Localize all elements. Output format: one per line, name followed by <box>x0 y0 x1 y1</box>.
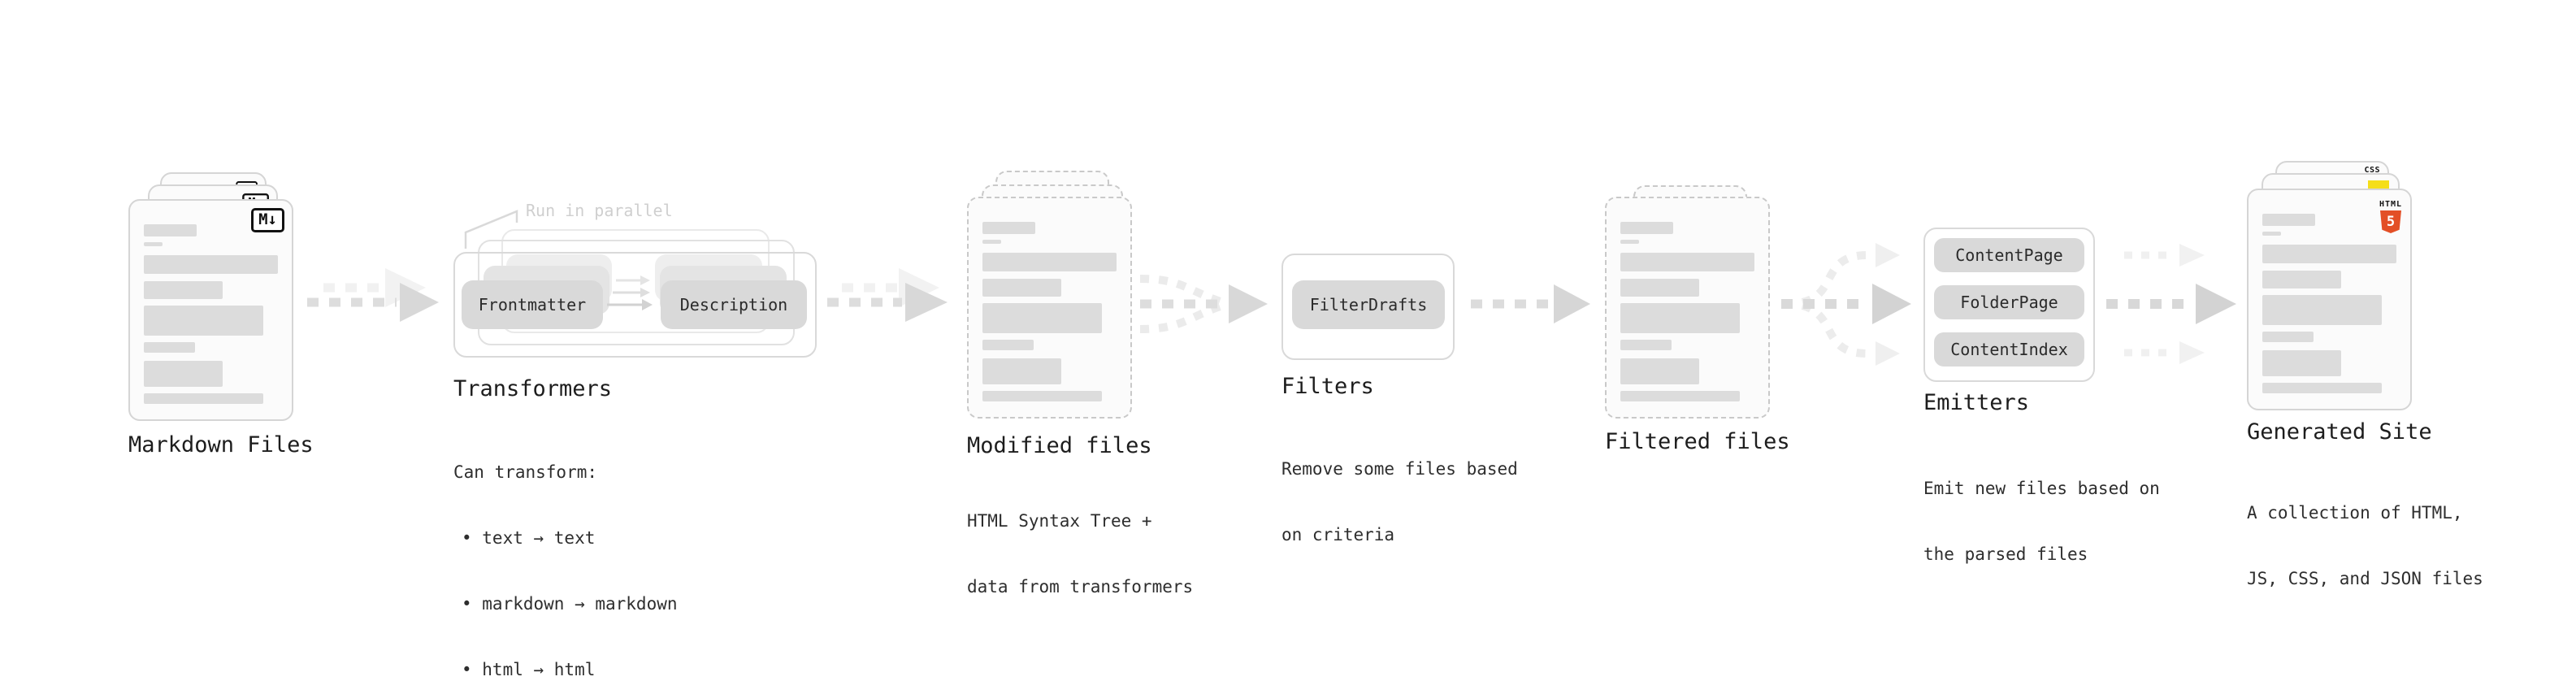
text-line-placeholder <box>1620 253 1754 271</box>
emitter-node-contentpage: ContentPage <box>1934 238 2084 272</box>
text-line-placeholder <box>144 255 278 274</box>
text-line-placeholder <box>2262 214 2315 226</box>
text-line-placeholder <box>2262 245 2396 263</box>
js-badge-icon <box>2368 180 2389 189</box>
document-card <box>1605 197 1770 419</box>
stage-label-generated-site: Generated Site <box>2247 419 2432 445</box>
arrow-filters-to-filtered <box>1471 284 1590 323</box>
text-line-placeholder <box>144 342 195 353</box>
description-line: Emit new files based on <box>1923 479 2160 498</box>
text-line-placeholder <box>1620 279 1699 297</box>
text-line-placeholder <box>982 340 1034 350</box>
emitter-node-folderpage: FolderPage <box>1934 285 2084 319</box>
text-line-placeholder <box>144 393 263 404</box>
description-line: A collection of HTML, <box>2247 503 2463 523</box>
text-line-placeholder <box>982 279 1061 297</box>
text-line-placeholder <box>2262 295 2382 325</box>
filters-description: Remove some files based on criteria <box>1281 414 1518 590</box>
stage-label-filters: Filters <box>1281 374 1374 399</box>
html5-badge-icon: HTML 5 <box>2379 194 2403 233</box>
stage-label-transformers: Transformers <box>453 376 613 401</box>
arrow-emitters-to-generated <box>2106 244 2236 364</box>
document-content-placeholder <box>1620 222 1754 401</box>
markdown-badge-icon: M↓ <box>251 208 284 232</box>
text-line-placeholder <box>982 303 1102 333</box>
text-line-placeholder <box>1620 391 1740 401</box>
text-line-placeholder <box>1620 240 1639 244</box>
transformer-node-description: Description <box>661 280 807 329</box>
description-line: Remove some files based <box>1281 459 1518 479</box>
description-line: HTML Syntax Tree + <box>967 511 1152 531</box>
text-line-placeholder <box>982 391 1102 401</box>
text-line-placeholder <box>982 253 1117 271</box>
text-line-placeholder <box>2262 332 2314 342</box>
text-line-placeholder <box>1620 358 1699 384</box>
filters-box <box>1281 254 1455 360</box>
transformers-description: Can transform: • text → text • markdown … <box>453 418 678 681</box>
text-line-placeholder <box>2262 271 2341 288</box>
arrow-filtered-to-emitters <box>1781 243 1911 366</box>
document-content-placeholder <box>144 224 278 404</box>
transform-bullet: • html → html <box>462 660 596 679</box>
html5-badge-word: HTML <box>2379 200 2403 209</box>
text-line-placeholder <box>144 242 163 246</box>
run-in-parallel-note: Run in parallel <box>526 201 673 220</box>
text-line-placeholder <box>2262 383 2382 393</box>
filter-node-filterdrafts: FilterDrafts <box>1292 280 1445 329</box>
text-line-placeholder <box>144 306 263 336</box>
description-line: JS, CSS, and JSON files <box>2247 569 2483 588</box>
stage-label-markdown-files: Markdown Files <box>128 432 314 458</box>
text-line-placeholder <box>2262 350 2341 376</box>
description-line: on criteria <box>1281 525 1395 544</box>
emitters-box <box>1923 228 2095 382</box>
can-transform-title: Can transform: <box>453 462 598 482</box>
document-card: HTML 5 <box>2247 189 2412 410</box>
stage-label-filtered-files: Filtered files <box>1605 429 1790 454</box>
document-card: M↓ <box>128 199 293 421</box>
stage-label-modified-files: Modified files <box>967 433 1152 458</box>
emitters-description: Emit new files based on the parsed files <box>1923 434 2160 609</box>
text-line-placeholder <box>1620 222 1673 234</box>
text-line-placeholder <box>1620 340 1672 350</box>
html5-badge-number: 5 <box>2386 214 2396 230</box>
arrow-modified-to-filters <box>1139 275 1268 333</box>
stage-label-emitters: Emitters <box>1923 390 2030 415</box>
document-card <box>967 197 1132 419</box>
html5-shield: 5 <box>2380 210 2401 233</box>
document-content-placeholder <box>2262 214 2396 393</box>
text-line-placeholder <box>982 222 1035 234</box>
emitter-node-contentindex: ContentIndex <box>1934 332 2084 367</box>
transformer-layer-box <box>453 252 817 358</box>
document-content-placeholder <box>982 222 1117 401</box>
text-line-placeholder <box>144 281 223 299</box>
transform-bullet: • text → text <box>462 528 596 548</box>
text-line-placeholder <box>982 240 1001 244</box>
text-line-placeholder <box>1620 303 1740 333</box>
arrow-markdown-to-transformers <box>307 268 439 322</box>
transformer-node-frontmatter: Frontmatter <box>462 280 603 329</box>
css-badge-text: CSS <box>2364 166 2380 175</box>
generated-site-description: A collection of HTML, JS, CSS, and JSON … <box>2247 458 2483 634</box>
text-line-placeholder <box>982 358 1061 384</box>
transform-bullet: • markdown → markdown <box>462 594 678 614</box>
text-line-placeholder <box>144 224 197 236</box>
description-line: the parsed files <box>1923 544 2088 564</box>
modified-files-description: HTML Syntax Tree + data from transformer… <box>967 466 1193 642</box>
text-line-placeholder <box>144 361 223 387</box>
arrow-transformers-to-modified <box>827 268 948 322</box>
text-line-placeholder <box>2262 232 2281 236</box>
description-line: data from transformers <box>967 577 1194 596</box>
